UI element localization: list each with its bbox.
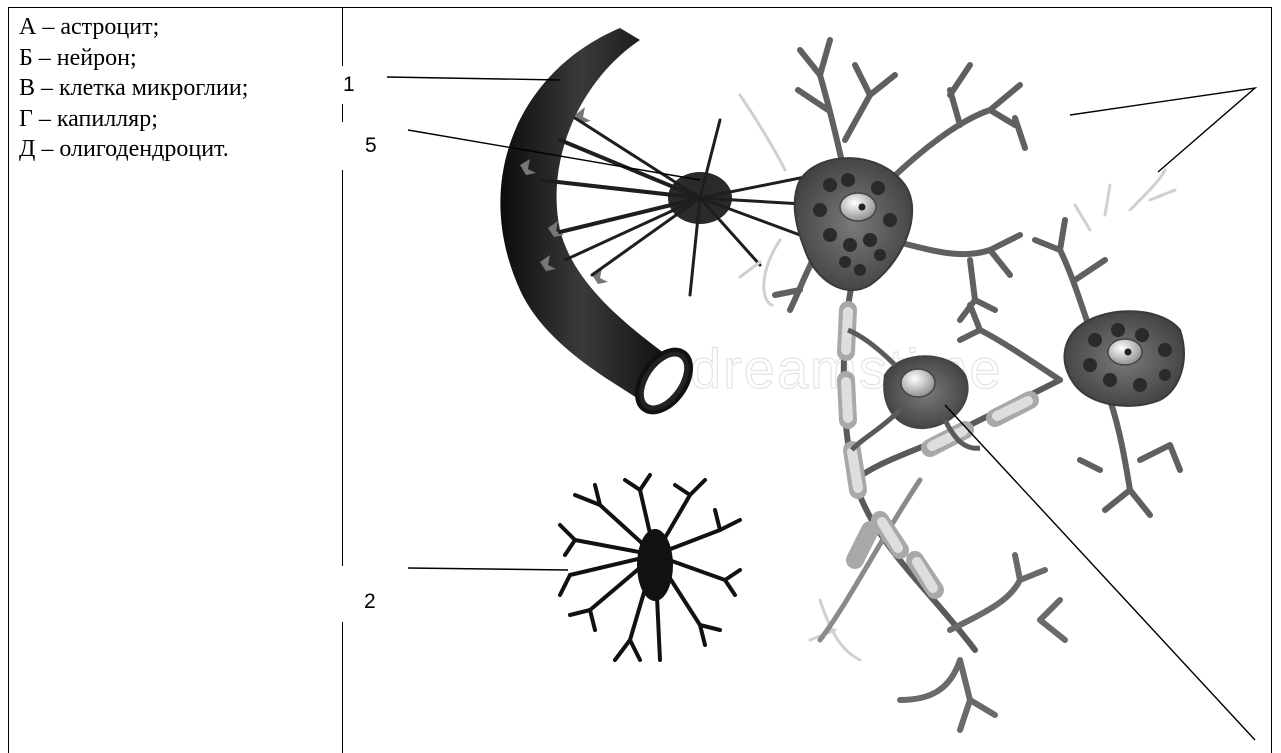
leader-line-oligodendrocyte xyxy=(945,405,1255,740)
leader-line-1 xyxy=(387,77,560,80)
label-number-5: 5 xyxy=(365,135,377,156)
neuron-top xyxy=(775,40,1025,320)
leader-line-dendrites xyxy=(1070,88,1255,172)
label-mask-1 xyxy=(336,66,376,104)
label-number-2: 2 xyxy=(364,591,376,612)
label-number-1: 1 xyxy=(343,74,355,95)
microglia xyxy=(560,475,740,660)
label-mask-5 xyxy=(336,122,392,170)
astrocyte xyxy=(540,118,820,295)
capillary xyxy=(500,28,702,422)
myelinated-axons xyxy=(820,270,1060,650)
leader-line-2 xyxy=(408,568,568,570)
